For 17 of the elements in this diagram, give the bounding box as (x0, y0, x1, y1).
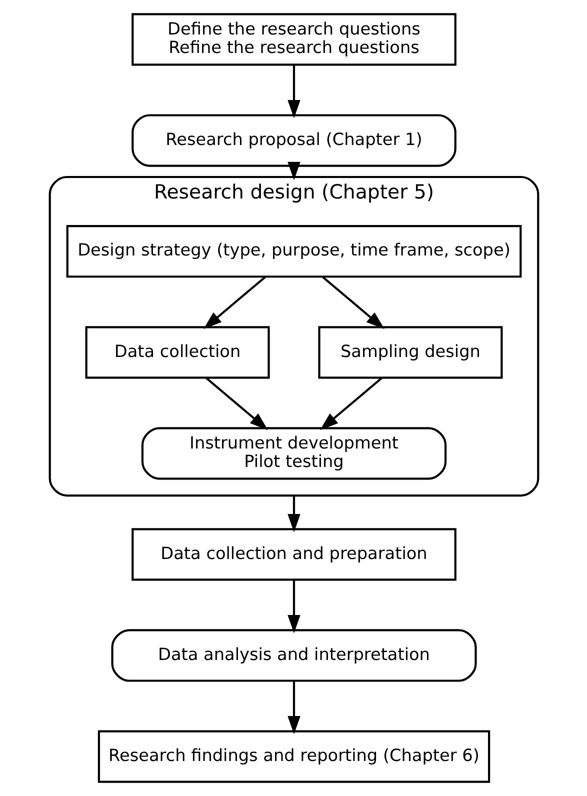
arrow (287, 496, 300, 532)
node-box: Research findings and reporting (Chapter 6) (97, 730, 490, 783)
arrow (287, 681, 300, 734)
arrow (205, 377, 268, 430)
arrow (287, 580, 300, 634)
arrow (203, 276, 266, 330)
arrow (320, 377, 382, 430)
arrow (287, 162, 300, 180)
node-box: Define the research questions Refine the research questions (131, 13, 456, 66)
arrow (322, 276, 384, 330)
node-box: Design strategy (type, purpose, time frame, scope) (66, 225, 522, 278)
node-box: Data analysis and interpretation (110, 629, 476, 682)
node-box: Sampling design (318, 326, 502, 379)
node-box: Data collection (84, 326, 270, 379)
node-box: Instrument development Pilot testing (140, 427, 446, 480)
arrow (287, 65, 300, 118)
node-box: Data collection and preparation (131, 528, 456, 581)
